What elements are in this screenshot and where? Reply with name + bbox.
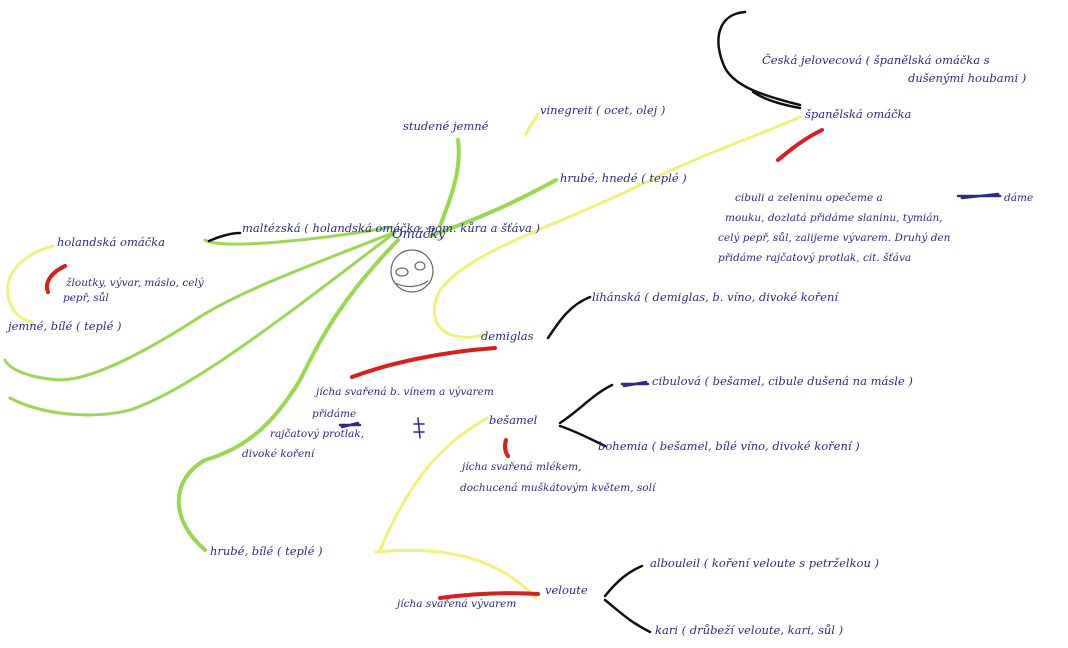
node-kari: kari ( drůbeží veloute, kari, sůl ) (655, 623, 844, 637)
veloute-desc: jícha svařená vývarem (397, 598, 517, 610)
connector-demiglas-lihanska (546, 295, 592, 340)
red-spanelska (776, 128, 824, 162)
branch-veloute (374, 548, 538, 600)
branch-lower-green (8, 232, 395, 417)
red-holandska (45, 264, 67, 294)
branch-hrube-bile (176, 238, 400, 552)
besamel-desc-2: dochucená muškátovým květem, solí (460, 482, 656, 494)
holandska-desc-1: žloutky, vývar, máslo, celý (66, 277, 204, 289)
node-albouleil: albouleil ( koření veloute s petrželkou … (650, 556, 880, 570)
node-maltezska: maltézská ( holandská omáčka, pom. kůra … (242, 221, 540, 235)
branch-hrube-hnede (428, 178, 558, 238)
node-jemne-bile: jemné, bílé ( teplé ) (8, 319, 122, 333)
center-label-omacky: Omáčky (392, 227, 446, 242)
connector-veloute-kari (603, 598, 652, 634)
spanelska-desc-1: cibuli a zeleninu opečeme a (735, 192, 883, 204)
branch-besamel (378, 416, 489, 552)
node-bohemia: bohemia ( bešamel, bílé víno, divoké koř… (598, 439, 860, 453)
branch-maltezska (203, 225, 394, 246)
branch-studeni-jemne (438, 138, 461, 228)
node-hrube-hnede: hrubé, hnedé ( teplé ) (560, 171, 687, 185)
spanelska-desc-3: celý pepř, sůl, zalijeme vývarem. Druhý … (718, 232, 951, 244)
node-spanelska-omacka: španělská omáčka (805, 107, 912, 121)
node-lihanska: lihánská ( demiglas, b. víno, divoké koř… (592, 290, 839, 304)
connector-veloute-albouleil (603, 564, 644, 598)
connector-besamel-cibulova (558, 383, 614, 425)
node-demiglas: demiglas (481, 329, 534, 343)
connector-spanelska-ceska (717, 10, 802, 107)
node-ceska-jelovecova: Česká jelovecová ( španělská omáčka s (762, 53, 990, 67)
node-cibulova: cibulová ( bešamel, cibule dušená na más… (652, 374, 913, 388)
node-besamel: bešamel (489, 413, 538, 427)
node-veloute: veloute (545, 583, 588, 597)
demiglas-desc-4: divoké koření (242, 448, 315, 460)
node-studeni-jemne: studené jemné (403, 119, 489, 133)
connector-maltezska (207, 231, 242, 243)
red-veloute (438, 591, 540, 600)
spanelska-desc-2: mouku, dozlatá přidáme slaninu, tymián, (725, 212, 943, 224)
scribble-strike-cibulova (620, 380, 650, 388)
node-holandska-omacka: holandská omáčka (57, 235, 165, 249)
besamel-desc-1: jícha svařená mlékem, (462, 461, 582, 473)
node-vinegreit: vinegreit ( ocet, olej ) (540, 103, 666, 117)
scribble-strike-spanelska (956, 192, 1002, 200)
sauce-boat-drawing (390, 249, 434, 293)
scribble-mark (413, 417, 425, 439)
branch-holandska-left (6, 244, 55, 324)
node-ceska-jelovecova-2: dušenými houbami ) (908, 71, 1027, 85)
branch-demiglas-to-spanelska (432, 115, 802, 339)
spanelska-desc-4: přidáme rajčatový protlak, cit. šťáva (718, 252, 912, 264)
connector-ceska-spanelska (751, 90, 802, 110)
node-hrube-bile: hrubé, bílé ( teplé ) (210, 544, 323, 558)
connector-besamel-bohemia (558, 424, 607, 448)
scribble-strike-demiglas (338, 421, 362, 429)
demiglas-desc-1: jícha svařená b. vínem a vývarem (316, 386, 494, 398)
red-demiglas (350, 346, 497, 379)
red-besamel (502, 438, 510, 458)
branch-jemne-bile (3, 230, 397, 382)
branch-vinegreit (524, 112, 540, 136)
demiglas-desc-2: přidáme (312, 408, 357, 420)
spanelska-desc-tail: dáme (1004, 192, 1034, 204)
holandska-desc-2: pepř, sůl (63, 292, 109, 304)
demiglas-desc-3: rajčatový protlak, (270, 428, 365, 440)
